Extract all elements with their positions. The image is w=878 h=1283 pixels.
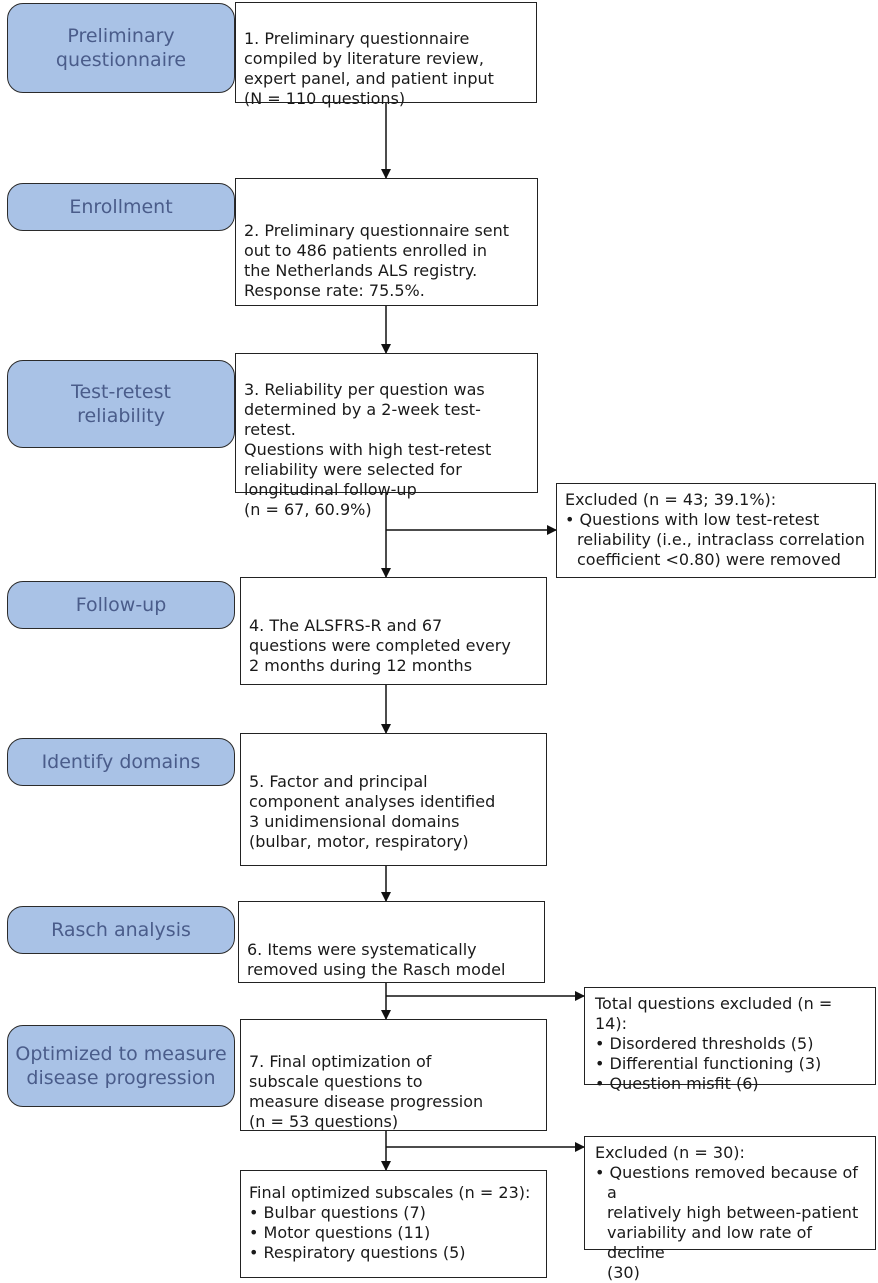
step-6-box: 6. Items were systematically removed usi… <box>238 901 545 983</box>
exclusion-2-title: Total questions excluded (n = 14): <box>595 994 833 1033</box>
stage-optimized: Optimized to measure disease progression <box>7 1025 235 1107</box>
stage-rasch-analysis: Rasch analysis <box>7 906 235 954</box>
step-6-text: 6. Items were systematically removed usi… <box>247 940 506 979</box>
exclusion-1-item: • Questions with low test-retest reliabi… <box>565 510 865 569</box>
exclusion-2-box: Total questions excluded (n = 14): • Dis… <box>584 987 876 1093</box>
final-title: Final optimized subscales (n = 23): <box>249 1183 531 1202</box>
exclusion-3-item: • Questions removed because of a relativ… <box>595 1163 859 1282</box>
exclusion-2-item-misfit: • Question misfit (6) <box>595 1074 759 1093</box>
final-item-motor: • Motor questions (11) <box>249 1223 431 1242</box>
stage-test-retest: Test-retest reliability <box>7 360 235 448</box>
exclusion-2-item-disordered: • Disordered thresholds (5) <box>595 1034 814 1053</box>
step-2-text: 2. Preliminary questionnaire sent out to… <box>244 221 510 300</box>
stage-follow-up: Follow-up <box>7 581 235 629</box>
exclusion-2-item-differential: • Differential functioning (3) <box>595 1054 822 1073</box>
exclusion-3-box: Excluded (n = 30): • Questions removed b… <box>584 1136 876 1282</box>
step-3-text: 3. Reliability per question was determin… <box>244 380 492 519</box>
step-2-box: 2. Preliminary questionnaire sent out to… <box>235 178 538 306</box>
step-4-text: 4. The ALSFRS-R and 67 questions were co… <box>249 616 511 675</box>
step-5-box: 5. Factor and principal component analys… <box>240 733 547 866</box>
stage-preliminary-questionnaire: Preliminary questionnaire <box>7 3 235 93</box>
final-item-respiratory: • Respiratory questions (5) <box>249 1243 466 1262</box>
exclusion-1-title: Excluded (n = 43; 39.1%): <box>565 490 777 509</box>
stage-enrollment: Enrollment <box>7 183 235 231</box>
step-1-box: 1. Preliminary questionnaire compiled by… <box>235 2 537 108</box>
step-7-text: 7. Final optimization of subscale questi… <box>249 1052 484 1131</box>
stage-identify-domains: Identify domains <box>7 738 235 786</box>
final-subscales-box: Final optimized subscales (n = 23): • Bu… <box>240 1170 547 1278</box>
exclusion-3-title: Excluded (n = 30): <box>595 1143 745 1162</box>
exclusion-1-box: Excluded (n = 43; 39.1%): • Questions wi… <box>556 483 876 578</box>
step-1-text: 1. Preliminary questionnaire compiled by… <box>244 29 494 108</box>
final-item-bulbar: • Bulbar questions (7) <box>249 1203 426 1222</box>
step-3-box: 3. Reliability per question was determin… <box>235 353 538 519</box>
step-4-box: 4. The ALSFRS-R and 67 questions were co… <box>240 577 547 685</box>
step-5-text: 5. Factor and principal component analys… <box>249 772 496 851</box>
step-7-box: 7. Final optimization of subscale questi… <box>240 1019 547 1131</box>
